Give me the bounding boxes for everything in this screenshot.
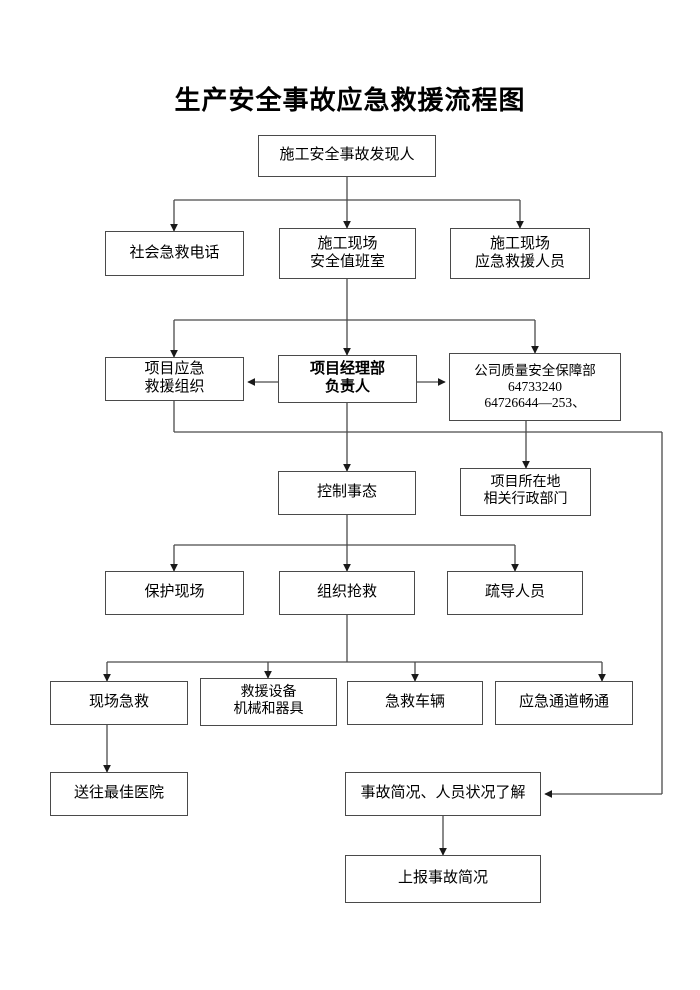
- node-company-dept[interactable]: 公司质量安全保障部 64733240 64726644—253、: [449, 353, 621, 421]
- node-on-site-first-aid[interactable]: 现场急救: [50, 681, 188, 725]
- node-evacuate-people[interactable]: 疏导人员: [447, 571, 583, 615]
- node-emergency-phone[interactable]: 社会急救电话: [105, 231, 244, 276]
- node-emergency-access[interactable]: 应急通道畅通: [495, 681, 633, 725]
- node-accident-brief[interactable]: 事故简况、人员状况了解: [345, 772, 541, 816]
- node-project-manager[interactable]: 项目经理部 负责人: [278, 355, 417, 403]
- node-local-admin[interactable]: 项目所在地 相关行政部门: [460, 468, 591, 516]
- node-report-accident[interactable]: 上报事故简况: [345, 855, 541, 903]
- node-rescue-equipment[interactable]: 救援设备 机械和器具: [200, 678, 337, 726]
- node-organize-rescue[interactable]: 组织抢救: [279, 571, 415, 615]
- node-ambulance[interactable]: 急救车辆: [347, 681, 483, 725]
- node-discoverer[interactable]: 施工安全事故发现人: [258, 135, 436, 177]
- node-protect-scene[interactable]: 保护现场: [105, 571, 244, 615]
- node-best-hospital[interactable]: 送往最佳医院: [50, 772, 188, 816]
- node-site-rescue-staff[interactable]: 施工现场 应急救援人员: [450, 228, 590, 279]
- node-project-rescue-org[interactable]: 项目应急 救援组织: [105, 357, 244, 401]
- page-title: 生产安全事故应急救援流程图: [174, 86, 526, 115]
- node-site-duty-room[interactable]: 施工现场 安全值班室: [279, 228, 416, 279]
- node-control-situation[interactable]: 控制事态: [278, 471, 416, 515]
